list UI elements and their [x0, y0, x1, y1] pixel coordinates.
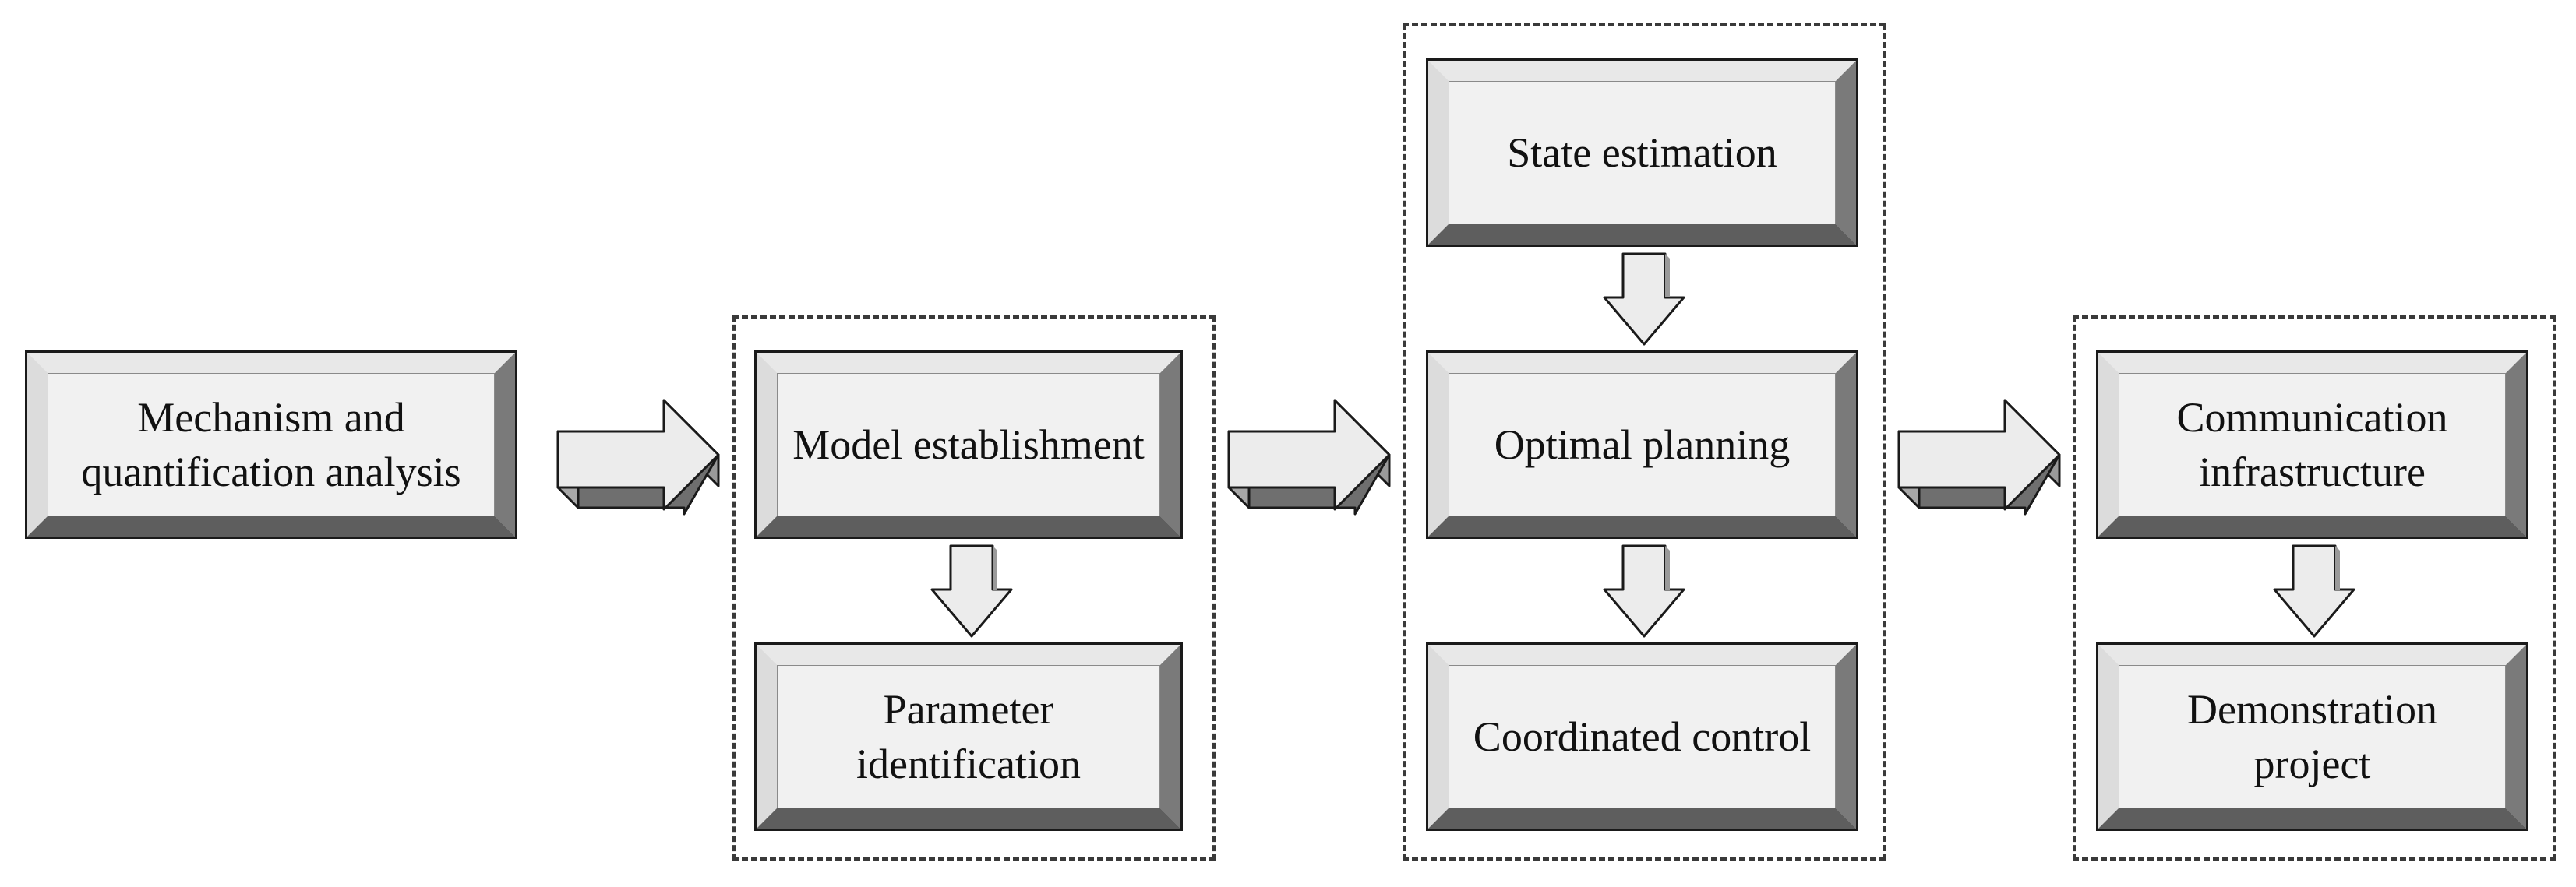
box-demonstration-project: Demonstration project: [2096, 642, 2528, 831]
down-arrow-icon: [2273, 544, 2355, 638]
box-label-communication: Communication infrastructure: [2176, 394, 2448, 495]
box-bevel: [757, 645, 1180, 829]
box-optimal-planning: Optimal planning: [1426, 350, 1858, 539]
box-face: Mechanism and quantification analysis: [48, 373, 495, 516]
box-bevel: [1428, 645, 1856, 829]
box-communication-infrastructure: Communication infrastructure: [2096, 350, 2528, 539]
box-label-state: State estimation: [1507, 129, 1777, 176]
box-bevel: [757, 353, 1180, 537]
box-label-coordinated: Coordinated control: [1473, 713, 1812, 760]
down-arrow-icon: [930, 544, 1013, 638]
box-face: Coordinated control: [1449, 665, 1836, 808]
box-coordinated-control: Coordinated control: [1426, 642, 1858, 831]
box-face: Demonstration project: [2119, 665, 2506, 808]
box-face: State estimation: [1449, 81, 1836, 224]
down-arrow-icon: [1603, 252, 1685, 346]
box-label-mechanism: Mechanism and quantification analysis: [81, 394, 461, 495]
box-face: Parameter identification: [777, 665, 1160, 808]
group-modeling: [732, 315, 1216, 861]
box-bevel: [1428, 61, 1856, 245]
box-label-demonstration: Demonstration project: [2187, 686, 2437, 787]
box-label-model: Model establishment: [792, 421, 1145, 468]
right-arrow-icon: [556, 399, 720, 516]
box-label-optimal: Optimal planning: [1494, 421, 1791, 468]
right-arrow-icon: [1227, 399, 1391, 516]
box-bevel: [27, 353, 515, 537]
right-arrow-icon: [1897, 399, 2061, 516]
box-label-parameter: Parameter identification: [856, 686, 1081, 787]
box-parameter-identification: Parameter identification: [754, 642, 1183, 831]
down-arrow-icon: [1603, 544, 1685, 638]
box-face: Communication infrastructure: [2119, 373, 2506, 516]
group-operation: [1403, 23, 1886, 861]
box-face: Optimal planning: [1449, 373, 1836, 516]
box-bevel: [2098, 645, 2526, 829]
box-bevel: [1428, 353, 1856, 537]
box-mechanism: Mechanism and quantification analysis: [25, 350, 517, 539]
group-application: [2073, 315, 2556, 861]
box-model-establishment: Model establishment: [754, 350, 1183, 539]
box-bevel: [2098, 353, 2526, 537]
box-state-estimation: State estimation: [1426, 58, 1858, 247]
box-face: Model establishment: [777, 373, 1160, 516]
